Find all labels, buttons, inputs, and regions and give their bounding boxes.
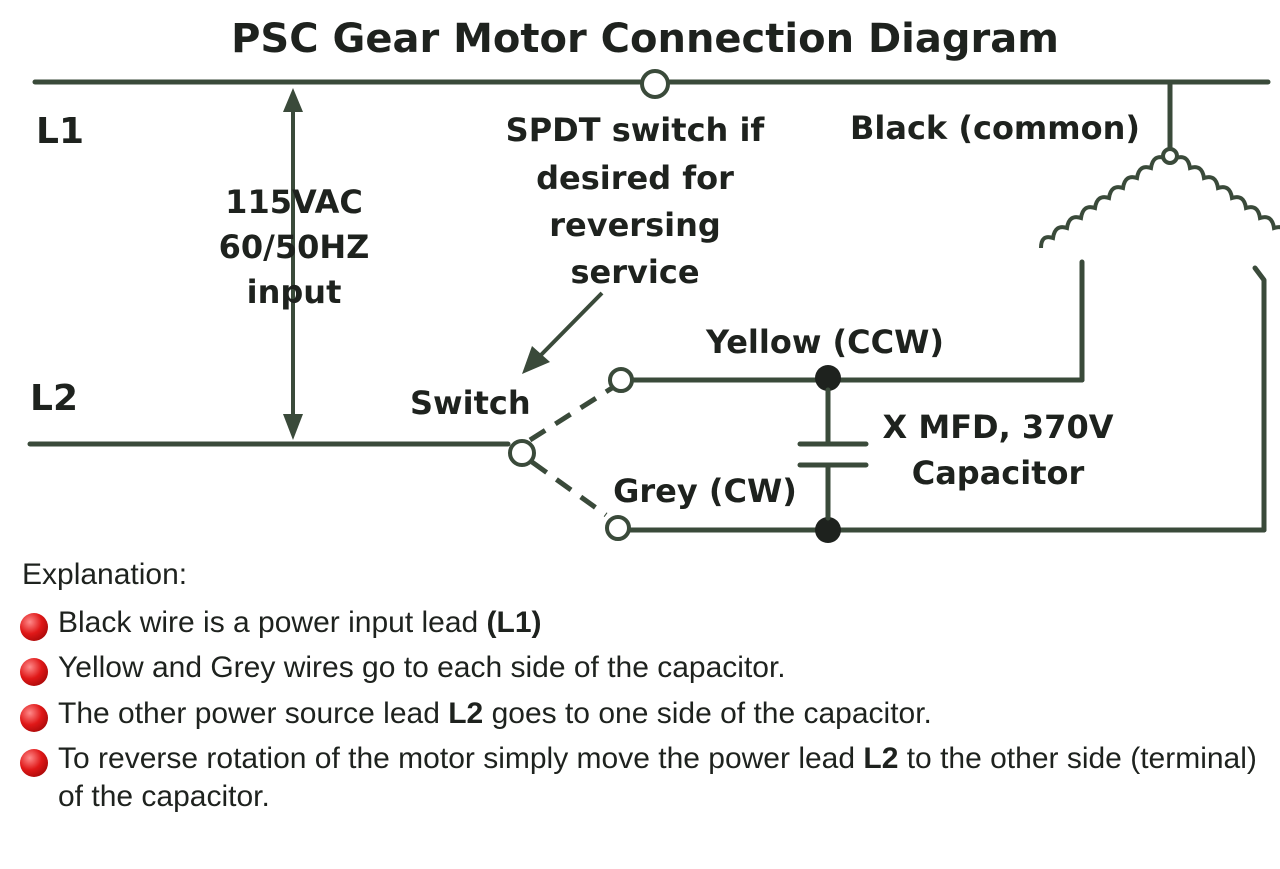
explanation-item: Black wire is a power input lead (L1): [18, 604, 1268, 642]
switch-throw-upper: [528, 385, 614, 443]
red-bullet-icon: [20, 749, 48, 777]
switch-label: Switch: [410, 384, 531, 422]
black-label: Black (common): [850, 109, 1140, 147]
explanation-text: To reverse rotation of the motor simply …: [58, 742, 1257, 813]
diagram-title: PSC Gear Motor Connection Diagram: [231, 16, 1059, 62]
grey-label: Grey (CW): [613, 472, 797, 510]
note-arrow-head: [522, 346, 550, 374]
capacitor-label: Capacitor: [912, 454, 1085, 492]
yellow-junction: [815, 365, 841, 391]
capacitor-rating: X MFD, 370V: [883, 408, 1114, 446]
red-bullet-icon: [20, 612, 48, 641]
explanation-item: To reverse rotation of the motor simply …: [18, 740, 1268, 815]
red-bullet-icon: [20, 658, 48, 686]
explanation-text: Yellow and Grey wires go to each side of…: [58, 651, 786, 684]
input-voltage-line1: 115VAC: [225, 183, 363, 221]
motor-common-node: [1161, 147, 1179, 165]
explanation-item: The other power source lead L2 goes to o…: [18, 695, 1268, 733]
explanation-item: Yellow and Grey wires go to each side of…: [18, 649, 1268, 687]
spdt-note-line3: reversing: [549, 206, 721, 244]
yellow-label: Yellow (CCW): [705, 323, 944, 361]
input-voltage-line2: 60/50HZ: [219, 228, 370, 266]
motor-winding-right: [1175, 155, 1280, 231]
switch-common-terminal: [508, 439, 536, 467]
connection-diagram: PSC Gear Motor Connection Diagram L1 L2 …: [27, 16, 1280, 543]
spdt-note-line1: SPDT switch if: [506, 111, 766, 149]
motor-windings: [1039, 147, 1280, 249]
grey-wire-riser: [1252, 265, 1267, 533]
note-arrow-shaft: [536, 291, 604, 360]
input-voltage-line3: input: [247, 273, 342, 311]
explanation-list: Black wire is a power input lead (L1) Ye…: [18, 604, 1268, 816]
motor-winding-left: [1039, 155, 1166, 249]
spdt-note-line2: desired for: [536, 159, 734, 197]
input-arrow-up-head: [283, 88, 303, 112]
explanation-heading: Explanation:: [22, 558, 188, 591]
switch-cw-terminal: [605, 515, 631, 541]
grey-junction: [815, 517, 841, 543]
input-arrow-down-head: [283, 414, 303, 440]
red-bullet-icon: [20, 703, 48, 732]
explanation-text: The other power source lead L2 goes to o…: [58, 696, 932, 730]
l1-label: L1: [36, 111, 84, 152]
explanation-text: Black wire is a power input lead (L1): [58, 605, 542, 639]
l1-terminal: [640, 69, 670, 99]
switch-throw-lower: [530, 459, 608, 518]
switch-ccw-terminal: [608, 367, 634, 393]
explanation-section: Explanation: Black wire is a power input…: [18, 556, 1268, 823]
spdt-note-line4: service: [570, 253, 699, 291]
l2-label: L2: [30, 378, 78, 419]
